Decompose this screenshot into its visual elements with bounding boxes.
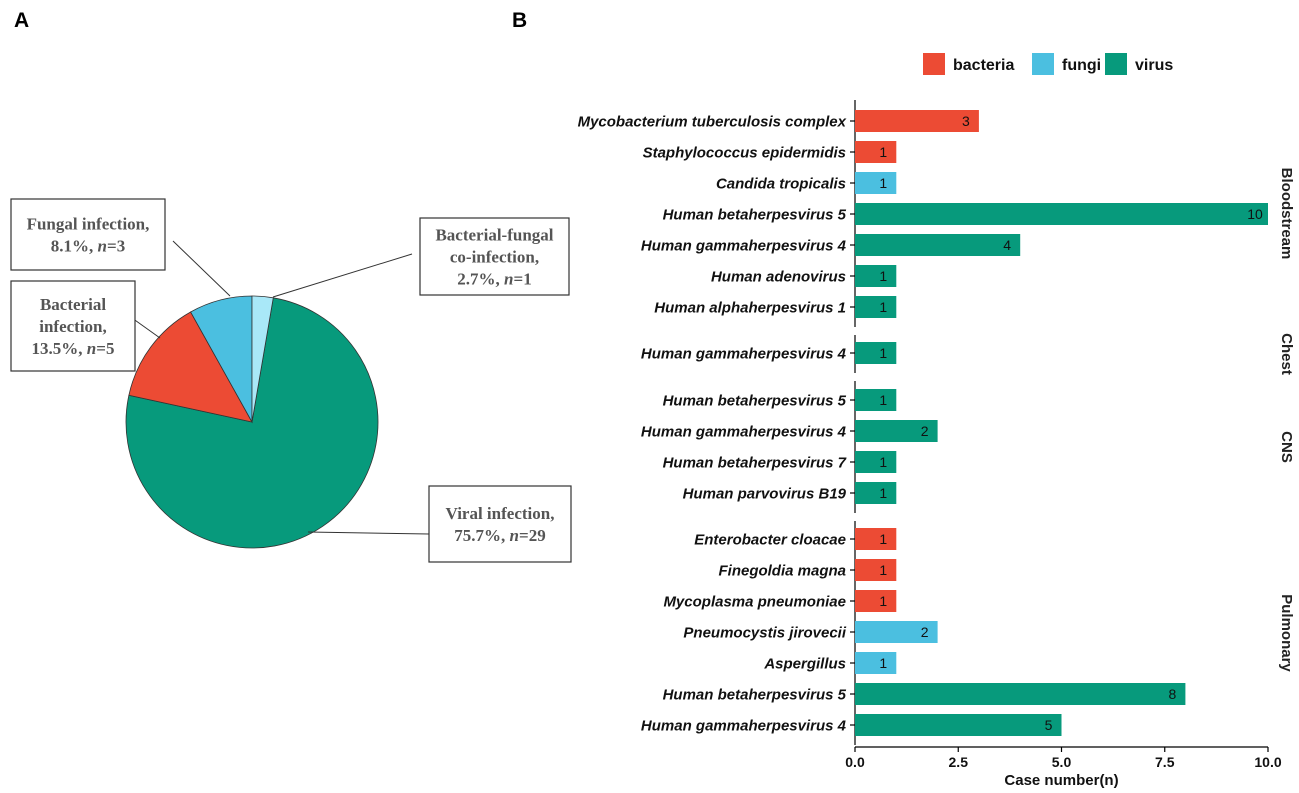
pie-slice-bacterial-infection <box>128 311 253 423</box>
y-tick-label: Mycobacterium tuberculosis complex <box>578 114 847 131</box>
x-tick-label: 10.0 <box>1254 754 1281 770</box>
bar-value-label: 1 <box>879 144 887 160</box>
bar <box>855 590 897 612</box>
pie-leader-line <box>272 253 413 298</box>
bar-value-label: 1 <box>879 485 887 501</box>
y-tick-label: Human gammaherpesvirus 4 <box>641 424 847 441</box>
bar <box>855 652 897 674</box>
bar-value-label: 2 <box>921 423 929 439</box>
pie-label-line: 8.1%, n=3 <box>51 237 125 256</box>
bar-value-label: 4 <box>1003 237 1011 253</box>
pie-label-line: 75.7%, n=29 <box>454 526 545 545</box>
pie-label-line: co-infection, <box>450 248 539 267</box>
y-tick-label: Human betaherpesvirus 5 <box>663 207 847 224</box>
bar <box>855 621 938 643</box>
bar-value-label: 1 <box>879 454 887 470</box>
facet-strip-label: Pulmonary <box>1278 594 1295 672</box>
x-tick-label: 0.0 <box>845 754 865 770</box>
y-tick-label: Staphylococcus epidermidis <box>643 145 846 162</box>
x-axis-title: Case number(n) <box>1004 772 1118 789</box>
pie-label-box <box>10 198 166 271</box>
pie-label-box <box>428 485 572 563</box>
bar <box>855 451 897 473</box>
y-tick-label: Enterobacter cloacae <box>694 532 846 549</box>
y-tick-label: Human betaherpesvirus 5 <box>663 687 847 704</box>
bar-value-label: 5 <box>1045 717 1053 733</box>
facet-strip-label: Bloodstream <box>1278 168 1295 260</box>
y-tick-label: Aspergillus <box>763 656 846 673</box>
bar <box>855 141 897 163</box>
y-tick-label: Human gammaherpesvirus 4 <box>641 346 847 363</box>
y-tick-label: Human betaherpesvirus 7 <box>663 455 847 472</box>
pie-label-line: 2.7%, n=1 <box>457 270 531 289</box>
bar-value-label: 1 <box>879 299 887 315</box>
y-tick-label: Candida tropicalis <box>716 176 846 193</box>
bar <box>855 234 1021 256</box>
bar <box>855 296 897 318</box>
pie-label-box <box>419 217 570 296</box>
y-tick-label: Human alphaherpesvirus 1 <box>654 300 846 317</box>
bar-value-label: 1 <box>879 593 887 609</box>
bar-value-label: 2 <box>921 624 929 640</box>
x-tick-label: 5.0 <box>1052 754 1072 770</box>
y-tick-label: Human gammaherpesvirus 4 <box>641 718 847 735</box>
y-tick-label: Finegoldia magna <box>718 563 846 580</box>
y-tick-label: Human parvovirus B19 <box>683 486 847 503</box>
bar <box>855 528 897 550</box>
x-tick-label: 2.5 <box>949 754 969 770</box>
bar <box>855 714 1062 736</box>
pie-label-line: infection, <box>39 317 107 336</box>
bar <box>855 172 897 194</box>
bar <box>855 683 1186 705</box>
x-tick-label: 7.5 <box>1155 754 1175 770</box>
legend-label-virus: virus <box>1135 57 1173 74</box>
pie-slice-viral-infection <box>125 297 379 549</box>
y-tick-label: Mycoplasma pneumoniae <box>663 594 846 611</box>
bar-value-label: 1 <box>879 175 887 191</box>
bar <box>855 482 897 504</box>
bar-value-label: 1 <box>879 562 887 578</box>
legend-swatch-bacteria <box>923 53 945 75</box>
legend-label-fungi: fungi <box>1062 57 1101 74</box>
pie-label-box <box>10 280 136 372</box>
pie-label-line: Bacterial <box>40 295 106 314</box>
y-tick-label: Human betaherpesvirus 5 <box>663 393 847 410</box>
pie-label-line: Bacterial-fungal <box>435 226 553 245</box>
panel-b-label: B <box>512 9 527 32</box>
pie-leader-line <box>131 317 161 339</box>
bar-value-label: 1 <box>879 655 887 671</box>
facet-strip-label: Chest <box>1278 333 1295 375</box>
pie-slice-bacterial-fungal-co-infection <box>251 295 274 423</box>
bar-value-label: 3 <box>962 113 970 129</box>
bar-value-label: 1 <box>879 531 887 547</box>
y-tick-label: Pneumocystis jirovecii <box>683 625 846 642</box>
bar <box>855 265 897 287</box>
y-tick-label: Human adenovirus <box>711 269 846 286</box>
legend-label-bacteria: bacteria <box>953 57 1014 74</box>
facet-strip-label: CNS <box>1278 431 1295 463</box>
bar-value-label: 10 <box>1247 206 1263 222</box>
bar <box>855 389 897 411</box>
bar <box>855 420 938 442</box>
bar-value-label: 8 <box>1169 686 1177 702</box>
pie-leader-line <box>172 240 231 297</box>
bar-chart: Bloodstream Mycobacterium tuberculosis co… <box>578 53 1295 789</box>
pie-label-line: Fungal infection, <box>27 215 150 234</box>
legend-swatch-fungi <box>1032 53 1054 75</box>
bar-value-label: 1 <box>879 268 887 284</box>
bar <box>855 559 897 581</box>
bar-value-label: 1 <box>879 345 887 361</box>
legend-swatch-virus <box>1105 53 1127 75</box>
bar <box>855 110 979 132</box>
y-tick-label: Human gammaherpesvirus 4 <box>641 238 847 255</box>
pie-label-line: Viral infection, <box>446 504 555 523</box>
pie-chart: Bacterial infection, 13.5%, n=5 Fungal infe… <box>10 198 572 563</box>
panel-a-label: A <box>14 9 29 32</box>
pie-label-line: 13.5%, n=5 <box>32 339 115 358</box>
bar-value-label: 1 <box>879 392 887 408</box>
bar <box>855 203 1268 225</box>
bar <box>855 342 897 364</box>
pie-leader-line <box>307 531 430 535</box>
